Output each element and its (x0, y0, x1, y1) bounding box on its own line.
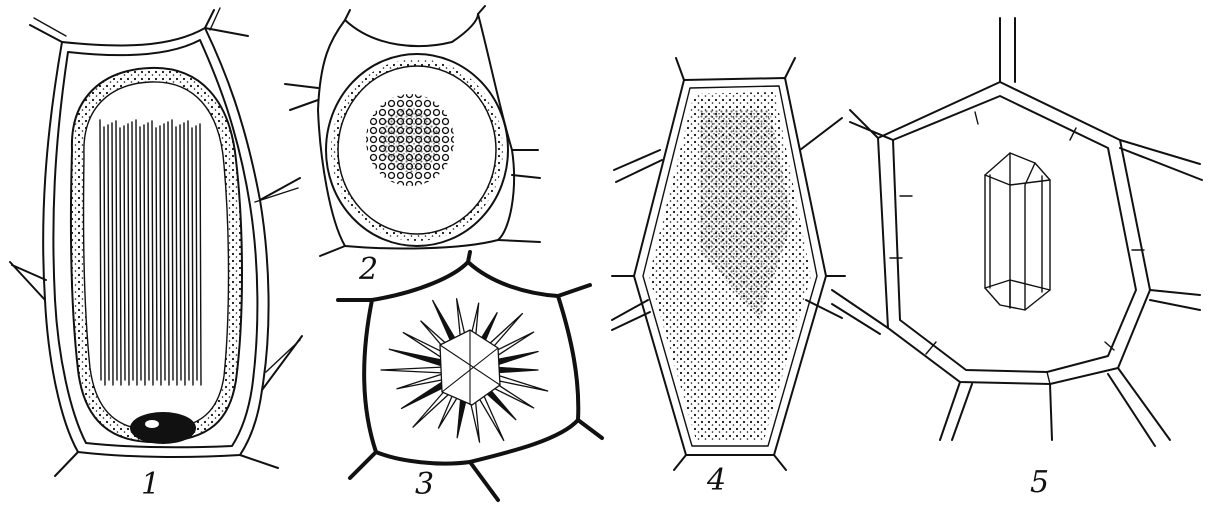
figure-label-1: 1 (141, 470, 160, 500)
druse-facet (494, 367, 538, 373)
prismatic-crystal (985, 153, 1050, 310)
raphide-needle (188, 121, 189, 380)
nucleus (130, 412, 196, 444)
figure-label-2: 2 (359, 255, 378, 285)
druse-crystal (381, 299, 548, 442)
raphide-needle (120, 128, 121, 385)
cell-5-prismatic-crystal (832, 18, 1202, 446)
raphide-needle (132, 122, 133, 380)
raphide-needle (172, 120, 173, 380)
raphide-needle (192, 128, 193, 385)
raphide-needle (104, 127, 105, 385)
cell-4-granular-crystals (612, 58, 845, 470)
figure-label-4: 4 (707, 466, 726, 496)
raphide-needle (168, 122, 169, 385)
cell-2-crystal-sand (285, 6, 540, 256)
raphide-bundle (100, 120, 201, 385)
raphide-needle (164, 124, 165, 380)
raphide-needle (144, 125, 145, 385)
raphide-needle (124, 126, 125, 380)
raphide-needle (152, 121, 153, 385)
raphide-needle (184, 123, 185, 385)
raphide-needle (136, 120, 137, 385)
raphide-needle (200, 124, 201, 385)
cell-3-druse (338, 252, 602, 500)
raphide-needle (112, 123, 113, 385)
raphide-needle (108, 125, 109, 380)
druse-facet (381, 367, 442, 373)
cell-1-raphides (10, 8, 302, 476)
raphide-needle (160, 126, 161, 385)
raphide-needle (180, 125, 181, 380)
raphide-needle (148, 123, 149, 380)
raphide-needle (116, 121, 117, 380)
raphide-needle (156, 128, 157, 380)
raphide-needle (196, 126, 197, 380)
figure-label-3: 3 (415, 470, 434, 500)
raphide-needle (140, 127, 141, 380)
raphide-needle (100, 120, 101, 380)
figure-label-5: 5 (1030, 468, 1049, 498)
raphide-needle (176, 127, 177, 385)
raphide-needle (128, 124, 129, 385)
